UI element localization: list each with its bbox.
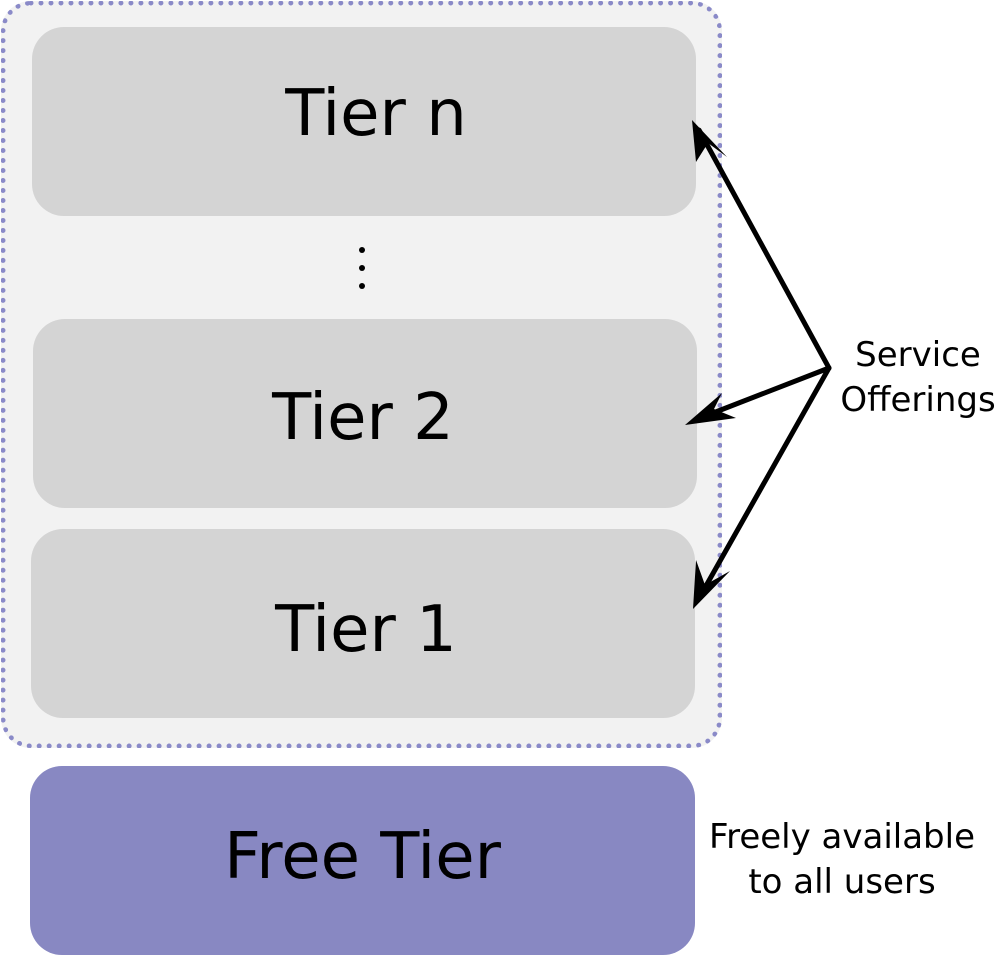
ellipsis-dot bbox=[359, 247, 365, 253]
free-tier-note: Freely available to all users bbox=[700, 815, 984, 905]
ellipsis-dot bbox=[359, 265, 365, 271]
free-tier-box: Free Tier bbox=[30, 766, 695, 955]
service-offerings-line-2: Offerings bbox=[840, 380, 996, 420]
ellipsis-dot bbox=[359, 283, 365, 289]
free-tier-label: Free Tier bbox=[224, 819, 501, 894]
tier-2-label: Tier 2 bbox=[272, 380, 454, 455]
tier-n-box: Tier n bbox=[32, 27, 696, 216]
service-offerings-label: Service Offerings bbox=[836, 333, 1000, 423]
free-tier-note-line-1: Freely available bbox=[709, 817, 975, 857]
tier-1-label: Tier 1 bbox=[275, 592, 457, 667]
tier-2-box: Tier 2 bbox=[33, 319, 697, 508]
service-offerings-line-1: Service bbox=[855, 335, 981, 375]
vertical-ellipsis bbox=[359, 247, 365, 289]
tier-n-label: Tier n bbox=[285, 76, 467, 151]
tier-1-box: Tier 1 bbox=[31, 529, 695, 718]
free-tier-note-line-2: to all users bbox=[748, 862, 936, 902]
